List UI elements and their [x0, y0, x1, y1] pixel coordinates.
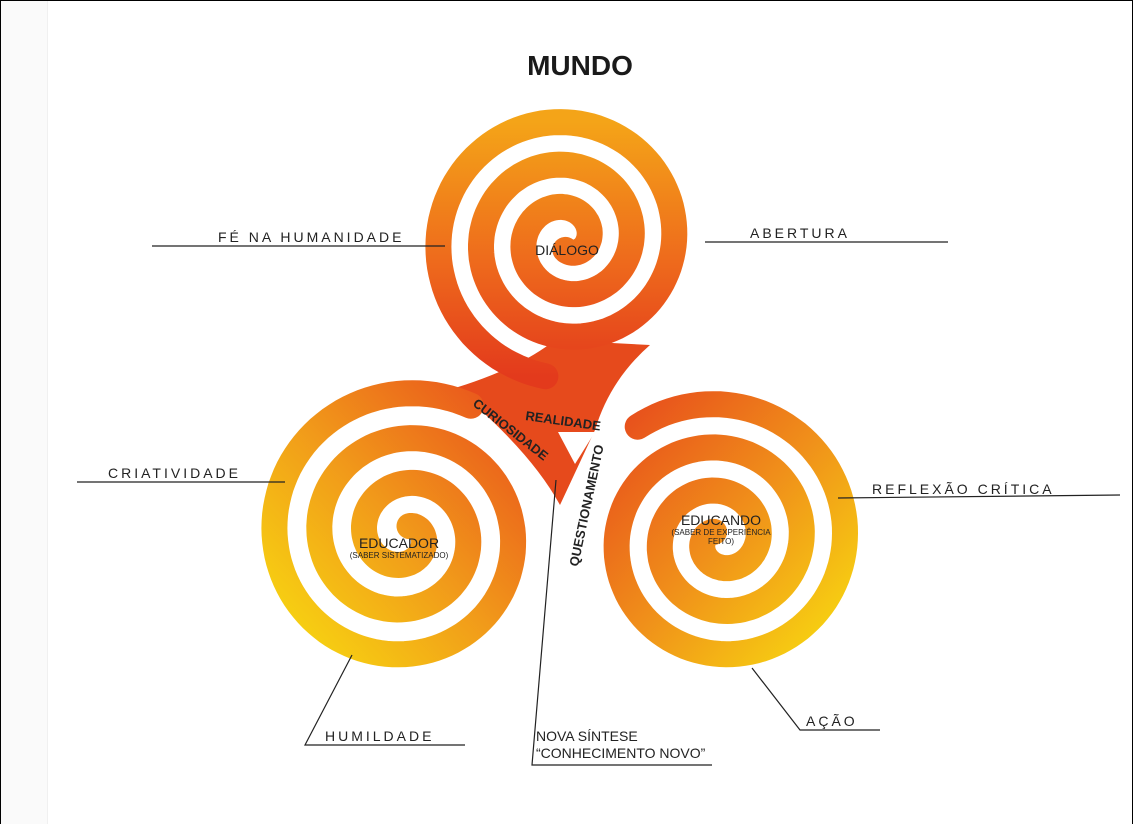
center-educando-sub2: FEITO) — [708, 537, 734, 546]
spiral-top-dialogo — [425, 109, 688, 390]
left-margin-strip — [1, 1, 48, 824]
spiral-top-arm — [425, 109, 688, 390]
label-acao: AÇÃO — [806, 713, 858, 729]
label-criatividade: CRIATIVIDADE — [108, 465, 241, 481]
center-dialogo: DIÁLOGO — [535, 242, 599, 258]
spiral-right-arm — [603, 391, 859, 668]
leader-nova-sintese — [531, 479, 712, 766]
spiral-left-educador — [261, 380, 527, 668]
label-humildade: HUMILDADE — [325, 728, 434, 744]
label-fe-na-humanidade: FÉ NA HUMANIDADE — [218, 229, 404, 245]
label-reflexao-critica: REFLEXÃO CRÍTICA — [872, 481, 1055, 497]
center-educador: EDUCADOR — [359, 535, 439, 551]
spiral-right-educando — [603, 391, 859, 668]
label-nova-sintese: NOVA SÍNTESE — [536, 728, 638, 744]
center-triangle — [558, 432, 595, 464]
label-conhecimento-novo: “CONHECIMENTO NOVO” — [536, 745, 706, 761]
center-educando-sub1: (SABER DE EXPERIÊNCIA — [671, 528, 771, 537]
central-junction — [455, 340, 650, 505]
center-educador-sub: (SABER SISTEMATIZADO) — [350, 551, 449, 560]
leader-reflexao-critica — [837, 494, 1121, 499]
leader-humildade — [304, 654, 465, 746]
label-abertura: ABERTURA — [750, 225, 850, 241]
diagram-title: MUNDO — [527, 50, 633, 81]
center-educando: EDUCANDO — [681, 512, 761, 528]
spiral-left-arm — [261, 380, 527, 668]
leader-acao — [751, 667, 880, 731]
